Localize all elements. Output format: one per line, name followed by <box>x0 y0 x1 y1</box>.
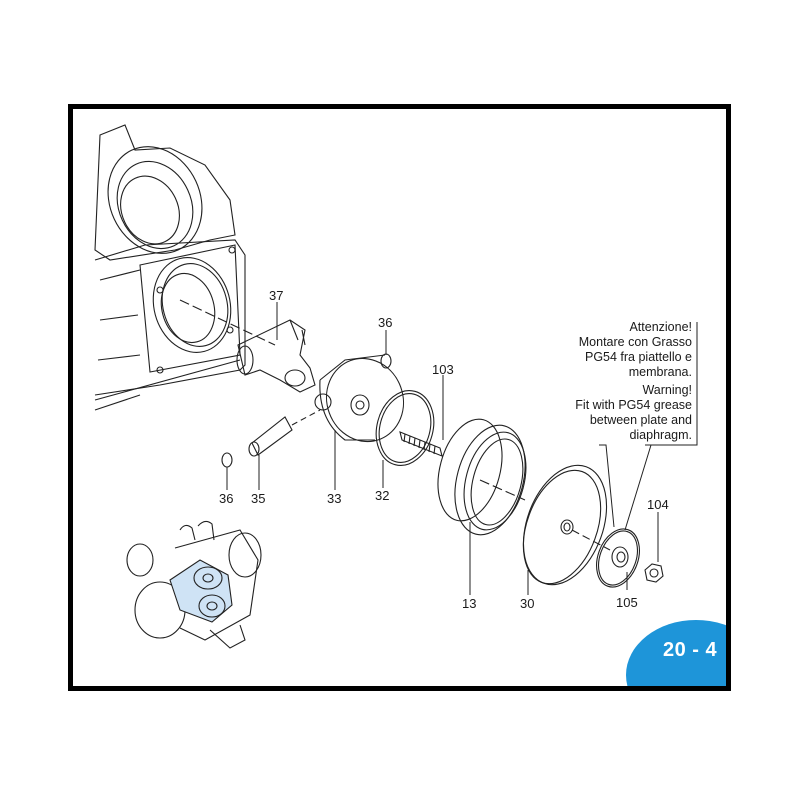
note-en-line-3: diaphragm. <box>629 428 692 442</box>
part-37-connecting-rod <box>236 319 316 393</box>
assembly-warning-note: Attenzione! Montare con Grasso PG54 fra … <box>552 320 692 443</box>
badge-clip <box>73 109 726 686</box>
part-103-stud <box>399 431 443 457</box>
part-label-36-upper: 36 <box>378 315 393 330</box>
note-it-line-3: membrana. <box>628 365 692 379</box>
part-label-105: 105 <box>616 595 638 610</box>
leader-lines <box>226 302 698 595</box>
part-label-35: 35 <box>251 491 266 506</box>
note-it-line-2: PG54 fra piattello e <box>584 350 692 364</box>
part-104-nut <box>644 563 664 583</box>
part-label-33: 33 <box>327 491 342 506</box>
part-32-o-ring <box>375 390 435 466</box>
note-en-line-2: between plate and <box>589 413 692 427</box>
part-label-104: 104 <box>647 497 669 512</box>
part-label-37: 37 <box>269 288 284 303</box>
part-label-13: 13 <box>462 596 477 611</box>
part-35-piston-pin <box>248 409 321 457</box>
note-en-line-1: Fit with PG54 grease <box>575 398 692 412</box>
part-label-103: 103 <box>432 362 454 377</box>
part-105-plate <box>596 528 640 588</box>
note-it-title: Attenzione! <box>629 320 692 334</box>
note-en-title: Warning! <box>642 383 692 397</box>
part-13-diaphragm-cover <box>437 418 527 536</box>
part-30-diaphragm <box>522 464 611 586</box>
part-label-36-lower: 36 <box>219 491 234 506</box>
pump-housing <box>94 124 276 411</box>
part-label-30: 30 <box>520 596 535 611</box>
inset-pump-thumbnail <box>126 520 262 649</box>
page-number: 20 - 4 <box>663 639 718 661</box>
part-label-32: 32 <box>375 488 390 503</box>
note-it-line-1: Montare con Grasso <box>578 335 692 349</box>
